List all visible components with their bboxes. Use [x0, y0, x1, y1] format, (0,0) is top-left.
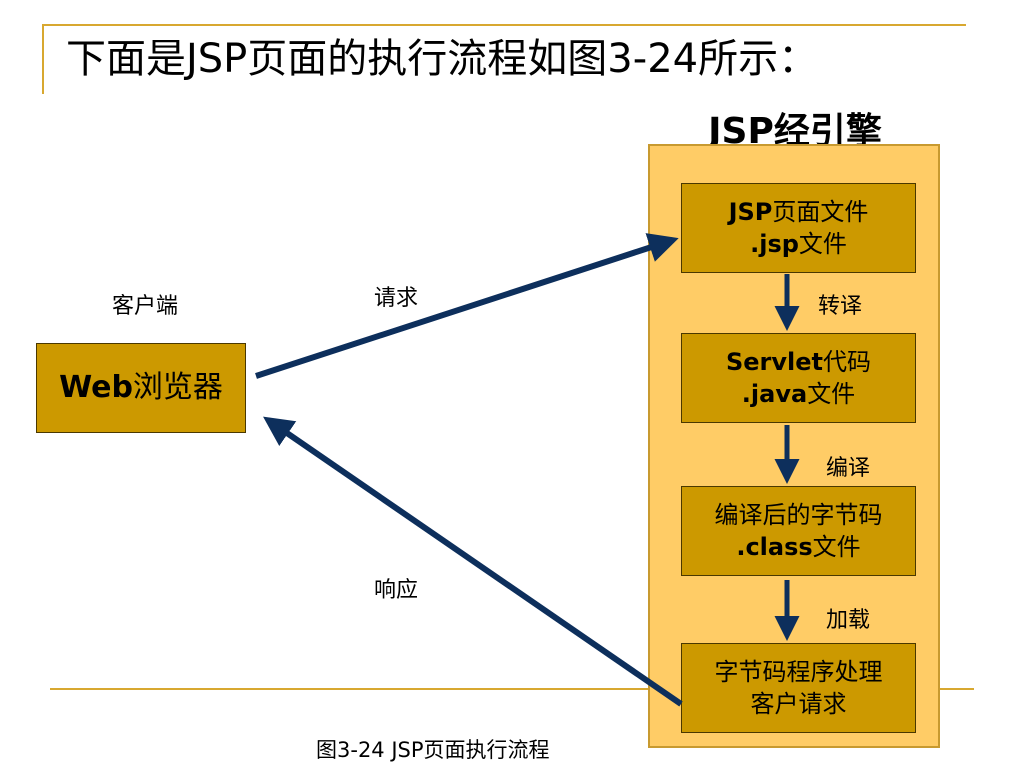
top-rule	[42, 24, 966, 26]
browser-label-rest: 浏览器	[132, 370, 223, 405]
web-browser-node: Web浏览器	[36, 343, 246, 433]
step-4-line1-rest: 字节码程序处理	[714, 658, 883, 686]
step-handle-request: 字节码程序处理 客户请求	[681, 643, 916, 733]
step-3-line2-bold: .class	[736, 533, 813, 561]
figure-caption: 图3-24 JSP页面执行流程	[316, 738, 550, 762]
step-2-line2-bold: .java	[741, 380, 808, 408]
step-1-line1-rest: 页面文件	[772, 198, 869, 226]
request-arrow	[255, 233, 679, 379]
step-1-line2-rest: 文件	[798, 230, 847, 258]
bottom-rule	[50, 688, 974, 690]
browser-label-bold: Web	[59, 370, 133, 405]
request-label: 请求	[374, 286, 419, 311]
step-1-line1-bold: JSP	[728, 198, 773, 226]
left-rule	[42, 24, 44, 94]
step-2-line1-rest: 代码	[823, 348, 872, 376]
step-1-line2-bold: .jsp	[750, 230, 799, 258]
transition-label-1: 转译	[818, 294, 863, 319]
slide-title: 下面是JSP页面的执行流程如图3-24所示：	[66, 36, 819, 82]
transition-label-3: 加载	[826, 608, 871, 633]
step-3-line1-rest: 编译后的字节码	[714, 501, 883, 529]
step-3-line2-rest: 文件	[812, 533, 861, 561]
transition-label-2: 编译	[826, 456, 871, 481]
response-label: 响应	[374, 578, 419, 603]
client-label: 客户端	[112, 294, 179, 319]
step-bytecode: 编译后的字节码 .class文件	[681, 486, 916, 576]
response-arrow	[263, 416, 683, 707]
step-4-line2-rest: 客户请求	[750, 690, 847, 718]
step-2-line1-bold: Servlet	[725, 348, 824, 376]
step-servlet-code: Servlet代码 .java文件	[681, 333, 916, 423]
step-jsp-file: JSP页面文件 .jsp文件	[681, 183, 916, 273]
step-2-line2-rest: 文件	[807, 380, 856, 408]
